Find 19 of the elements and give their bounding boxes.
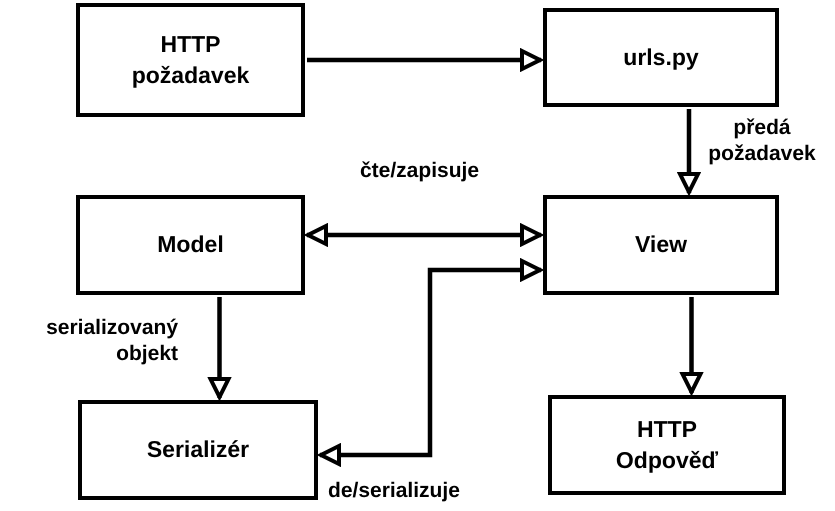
box-label: View	[635, 230, 687, 260]
arrow	[319, 259, 542, 466]
process-box	[78, 400, 318, 500]
arrow	[208, 297, 230, 399]
process-box	[543, 8, 779, 107]
arrow	[678, 109, 700, 194]
box-label: urls.py	[623, 42, 699, 72]
arrow	[307, 49, 542, 71]
box-label: HTTP Odpověď	[614, 414, 720, 475]
process-box	[76, 195, 305, 295]
process-box	[543, 195, 779, 295]
arrow	[680, 297, 702, 394]
edge-label: čte/zapisuje	[360, 158, 480, 184]
process-box	[76, 3, 305, 117]
box-label: HTTP požadavek	[130, 30, 250, 90]
process-box	[548, 395, 786, 495]
box-label: Serializér	[146, 435, 250, 464]
box-label: Model	[157, 230, 224, 260]
arrow	[306, 224, 542, 246]
